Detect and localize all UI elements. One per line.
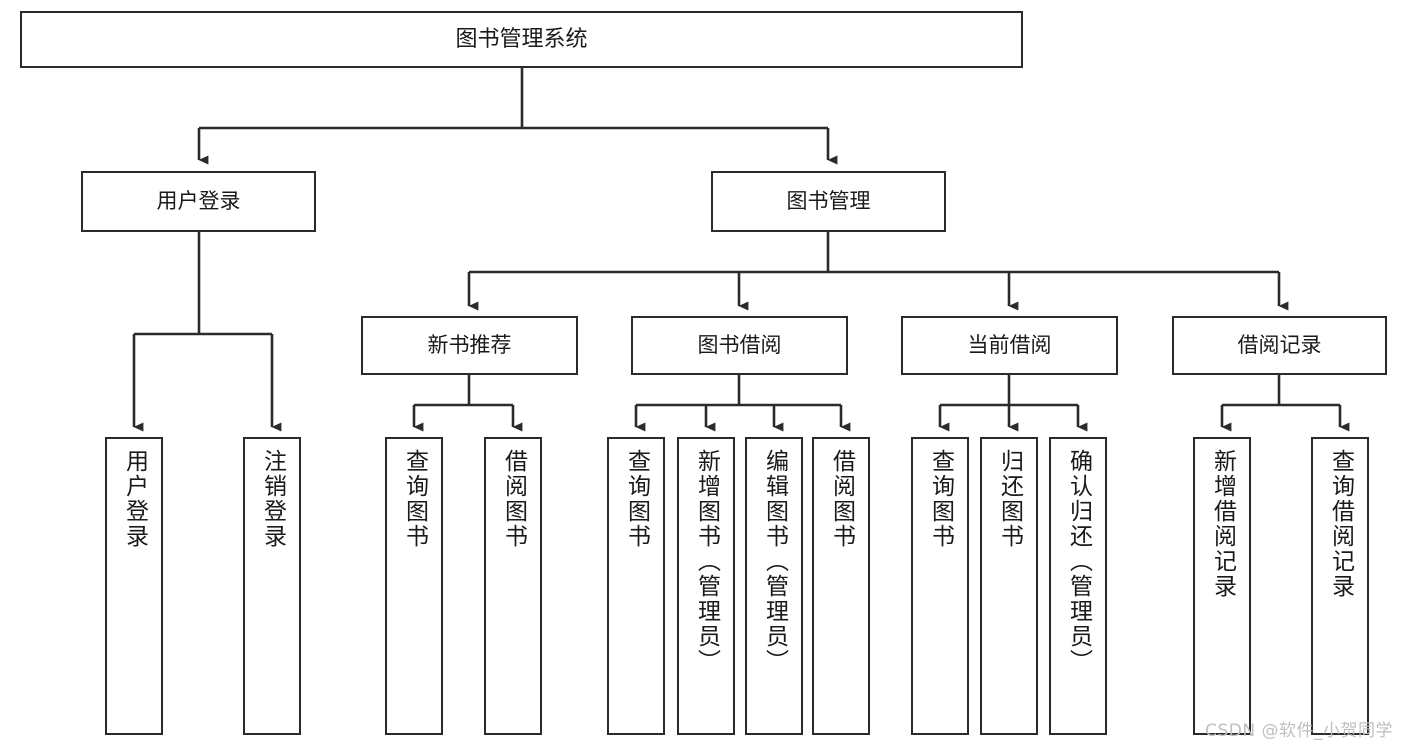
node-label: 用户登录 [121,449,148,549]
node-label: 用户登录 [156,189,241,214]
node-label: 查询图书 [623,449,650,549]
leaf-borrow-book-recommend[interactable]: 借阅图书 [484,437,542,735]
leaf-add-book-admin[interactable]: 新增图书（管理员） [677,437,735,735]
leaf-query-book-recommend[interactable]: 查询图书 [385,437,443,735]
node-label: 新增借阅记录 [1209,449,1236,599]
node-label: 图书管理系统 [455,26,588,52]
node-label: 借阅图书 [828,449,855,549]
node-label: 查询借阅记录 [1327,449,1354,599]
node-label: 图书借阅 [697,333,782,358]
leaf-query-book-borrow[interactable]: 查询图书 [607,437,665,735]
node-current-borrow[interactable]: 当前借阅 [901,316,1118,375]
leaf-borrow-book-borrow[interactable]: 借阅图书 [812,437,870,735]
node-label: 借阅图书 [500,449,527,549]
node-label: 编辑图书（管理员） [761,449,788,674]
node-label: 查询图书 [401,449,428,549]
node-label: 查询图书 [927,449,954,549]
node-label: 注销登录 [259,449,286,549]
node-label: 归还图书 [996,449,1023,549]
leaf-return-book[interactable]: 归还图书 [980,437,1038,735]
node-label: 借阅记录 [1237,333,1322,358]
node-book-management[interactable]: 图书管理 [711,171,946,232]
leaf-edit-book-admin[interactable]: 编辑图书（管理员） [745,437,803,735]
node-new-book-recommend[interactable]: 新书推荐 [361,316,578,375]
leaf-logout-login[interactable]: 注销登录 [243,437,301,735]
node-root-system[interactable]: 图书管理系统 [20,11,1023,68]
node-borrow-record[interactable]: 借阅记录 [1172,316,1387,375]
leaf-user-login[interactable]: 用户登录 [105,437,163,735]
node-book-borrow[interactable]: 图书借阅 [631,316,848,375]
leaf-query-book-current[interactable]: 查询图书 [911,437,969,735]
leaf-add-borrow-record[interactable]: 新增借阅记录 [1193,437,1251,735]
node-label: 新增图书（管理员） [693,449,720,674]
node-label: 图书管理 [786,189,871,214]
node-label: 新书推荐 [427,333,512,358]
node-user-login[interactable]: 用户登录 [81,171,316,232]
node-label: 确认归还（管理员） [1065,449,1092,674]
leaf-query-borrow-record[interactable]: 查询借阅记录 [1311,437,1369,735]
leaf-confirm-return-admin[interactable]: 确认归还（管理员） [1049,437,1107,735]
node-label: 当前借阅 [967,333,1052,358]
